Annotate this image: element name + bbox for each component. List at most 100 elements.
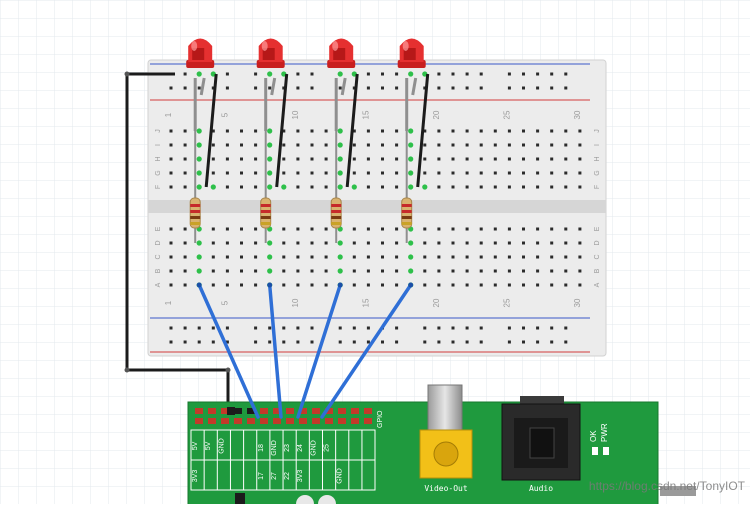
breadboard-hole[interactable] xyxy=(296,185,300,189)
breadboard-hole[interactable] xyxy=(324,269,328,273)
breadboard-hole[interactable] xyxy=(240,143,243,147)
rail-hole[interactable] xyxy=(296,72,300,76)
breadboard-hole[interactable] xyxy=(437,241,441,245)
rail-hole[interactable] xyxy=(296,340,300,344)
rail-hole[interactable] xyxy=(536,340,540,344)
breadboard-hole[interactable] xyxy=(296,269,300,273)
breadboard-hole[interactable] xyxy=(437,255,441,259)
rail-hole[interactable] xyxy=(211,340,215,344)
rail-hole[interactable] xyxy=(395,72,399,76)
breadboard-hole[interactable] xyxy=(451,269,455,273)
breadboard-hole[interactable] xyxy=(536,143,540,147)
breadboard-hole[interactable] xyxy=(437,227,441,231)
breadboard-hole[interactable] xyxy=(183,157,187,161)
gpio-pin-bottom[interactable] xyxy=(286,418,294,424)
breadboard-hole[interactable] xyxy=(211,171,215,175)
breadboard-hole[interactable] xyxy=(536,241,540,245)
breadboard-hole[interactable] xyxy=(578,143,582,147)
rail-hole[interactable] xyxy=(310,340,314,344)
gpio-pin-bottom[interactable] xyxy=(260,418,268,424)
rail-hole[interactable] xyxy=(366,340,370,344)
breadboard-hole[interactable] xyxy=(381,269,384,273)
breadboard-hole[interactable] xyxy=(282,255,286,259)
rail-hole[interactable] xyxy=(522,326,525,330)
breadboard-hole[interactable] xyxy=(282,171,286,175)
breadboard-hole[interactable] xyxy=(437,171,441,175)
breadboard-hole[interactable] xyxy=(423,171,427,175)
breadboard-hole[interactable] xyxy=(479,185,483,189)
breadboard-hole[interactable] xyxy=(282,241,286,245)
breadboard-hole[interactable] xyxy=(183,185,187,189)
rail-hole[interactable] xyxy=(437,72,441,76)
rail-hole[interactable] xyxy=(225,72,229,76)
breadboard-hole[interactable] xyxy=(465,255,469,259)
rail-hole[interactable] xyxy=(451,326,455,330)
gpio-pin-top[interactable] xyxy=(351,408,359,414)
breadboard-hole[interactable] xyxy=(324,227,328,231)
breadboard-hole[interactable] xyxy=(352,227,356,231)
ground-jumper[interactable] xyxy=(345,73,359,188)
breadboard-hole[interactable] xyxy=(423,129,427,133)
breadboard-hole[interactable] xyxy=(507,171,511,175)
rail-hole[interactable] xyxy=(366,326,370,330)
breadboard-hole[interactable] xyxy=(536,129,540,133)
breadboard-hole[interactable] xyxy=(493,241,497,245)
breadboard-hole[interactable] xyxy=(423,241,427,245)
resistor[interactable] xyxy=(260,131,272,243)
ground-jumper[interactable] xyxy=(204,73,218,188)
breadboard-hole[interactable] xyxy=(437,129,441,133)
breadboard-hole[interactable] xyxy=(225,283,229,287)
rail-hole[interactable] xyxy=(183,326,187,330)
resistor[interactable] xyxy=(189,131,201,243)
breadboard-hole[interactable] xyxy=(550,227,554,231)
rail-hole[interactable] xyxy=(352,326,356,330)
rail-hole[interactable] xyxy=(169,86,173,90)
breadboard-hole[interactable] xyxy=(564,283,568,287)
breadboard-hole[interactable] xyxy=(479,157,483,161)
breadboard-hole[interactable] xyxy=(564,185,568,189)
breadboard-hole[interactable] xyxy=(282,143,286,147)
breadboard-hole[interactable] xyxy=(352,157,356,161)
breadboard-hole[interactable] xyxy=(352,269,356,273)
breadboard-hole[interactable] xyxy=(550,241,554,245)
breadboard-hole[interactable] xyxy=(465,227,469,231)
breadboard-hole[interactable] xyxy=(324,129,328,133)
signal-wire[interactable] xyxy=(197,283,260,419)
breadboard-hole[interactable] xyxy=(282,269,286,273)
breadboard-hole[interactable] xyxy=(578,227,582,231)
breadboard-hole[interactable] xyxy=(225,185,229,189)
breadboard-hole[interactable] xyxy=(225,157,229,161)
rail-hole[interactable] xyxy=(352,86,356,90)
breadboard-hole[interactable] xyxy=(522,129,525,133)
breadboard-hole[interactable] xyxy=(324,143,328,147)
breadboard-hole[interactable] xyxy=(183,269,187,273)
video-out-jack[interactable] xyxy=(419,384,473,479)
rail-hole[interactable] xyxy=(254,86,258,90)
breadboard-hole[interactable] xyxy=(240,129,243,133)
breadboard-hole[interactable] xyxy=(366,255,370,259)
gpio-pin-bottom[interactable] xyxy=(338,418,346,424)
breadboard-hole[interactable] xyxy=(437,283,441,287)
breadboard-hole[interactable] xyxy=(451,283,455,287)
breadboard-hole[interactable] xyxy=(352,129,356,133)
breadboard-hole[interactable] xyxy=(493,129,497,133)
breadboard-hole[interactable] xyxy=(381,255,384,259)
rail-hole[interactable] xyxy=(381,72,384,76)
breadboard-hole[interactable] xyxy=(395,255,399,259)
gpio-pin-top[interactable] xyxy=(299,408,307,414)
breadboard-hole[interactable] xyxy=(522,143,525,147)
breadboard-hole[interactable] xyxy=(395,227,399,231)
breadboard-hole[interactable] xyxy=(183,171,187,175)
breadboard-hole[interactable] xyxy=(536,283,540,287)
breadboard-hole[interactable] xyxy=(211,255,215,259)
breadboard-hole[interactable] xyxy=(296,255,300,259)
breadboard-hole[interactable] xyxy=(437,185,441,189)
breadboard-hole[interactable] xyxy=(479,255,483,259)
breadboard-hole[interactable] xyxy=(395,283,399,287)
breadboard-hole[interactable] xyxy=(324,283,328,287)
signal-wire[interactable] xyxy=(267,283,283,419)
breadboard-hole[interactable] xyxy=(211,269,215,273)
breadboard-hole[interactable] xyxy=(423,227,427,231)
